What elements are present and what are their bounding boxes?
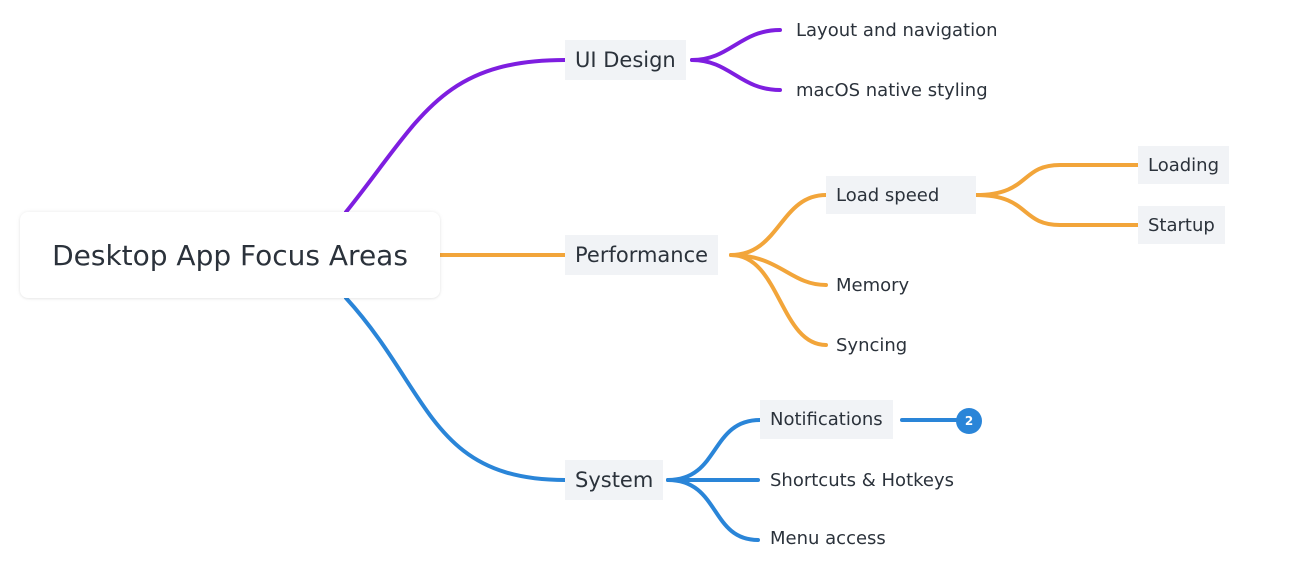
topic-layout-and-navigation[interactable]: Layout and navigation [796,18,998,42]
topic-label: Notifications [770,409,883,430]
connector-load-startup [974,193,1140,227]
connector-ui-macos [690,58,782,92]
topic-startup[interactable]: Startup [1138,206,1225,244]
topic-macos-native-styling[interactable]: macOS native styling [796,78,988,102]
topic-label: Shortcuts & Hotkeys [770,469,955,491]
connector-sys-notifications [666,418,762,482]
topic-label: Startup [1148,214,1215,236]
topic-label: Load speed [836,184,940,206]
connector-ui-layout [690,28,782,62]
topic-loading[interactable]: Loading [1138,146,1230,184]
topic-menu-access[interactable]: Menu access [770,526,886,550]
connector-sys-menu [666,478,760,542]
connector-root-system [344,296,567,482]
root-node[interactable]: Desktop App Focus Areas [20,212,440,298]
connector-load-loading [974,163,1140,197]
topic-label: Syncing [836,334,908,356]
collapsed-count-label: 2 [964,414,974,428]
branch-ui-design[interactable]: UI Design [565,40,686,80]
topic-label: Layout and navigation [796,19,998,41]
collapsed-count-badge[interactable]: 2 [956,408,982,434]
root-node-label: Desktop App Focus Areas [52,238,408,272]
branch-system-label: System [575,468,654,492]
branch-performance[interactable]: Performance [565,235,719,275]
topic-label: Menu access [770,527,886,549]
topic-label: macOS native styling [796,79,988,101]
branch-ui-design-label: UI Design [575,48,676,72]
connector-root-ui-design [344,58,567,214]
branch-performance-label: Performance [575,243,709,267]
topic-shortcuts-hotkeys[interactable]: Shortcuts & Hotkeys [770,468,954,492]
topic-label: Memory [836,274,910,296]
topic-syncing[interactable]: Syncing [836,333,907,357]
topic-notifications[interactable]: Notifications [760,400,893,439]
topic-label: Loading [1148,154,1220,176]
branch-system[interactable]: System [565,460,664,500]
topic-load-speed[interactable]: Load speed [826,176,976,214]
topic-memory[interactable]: Memory [836,273,909,297]
connector-perf-load [729,193,828,257]
connector-perf-syncing [729,253,828,347]
